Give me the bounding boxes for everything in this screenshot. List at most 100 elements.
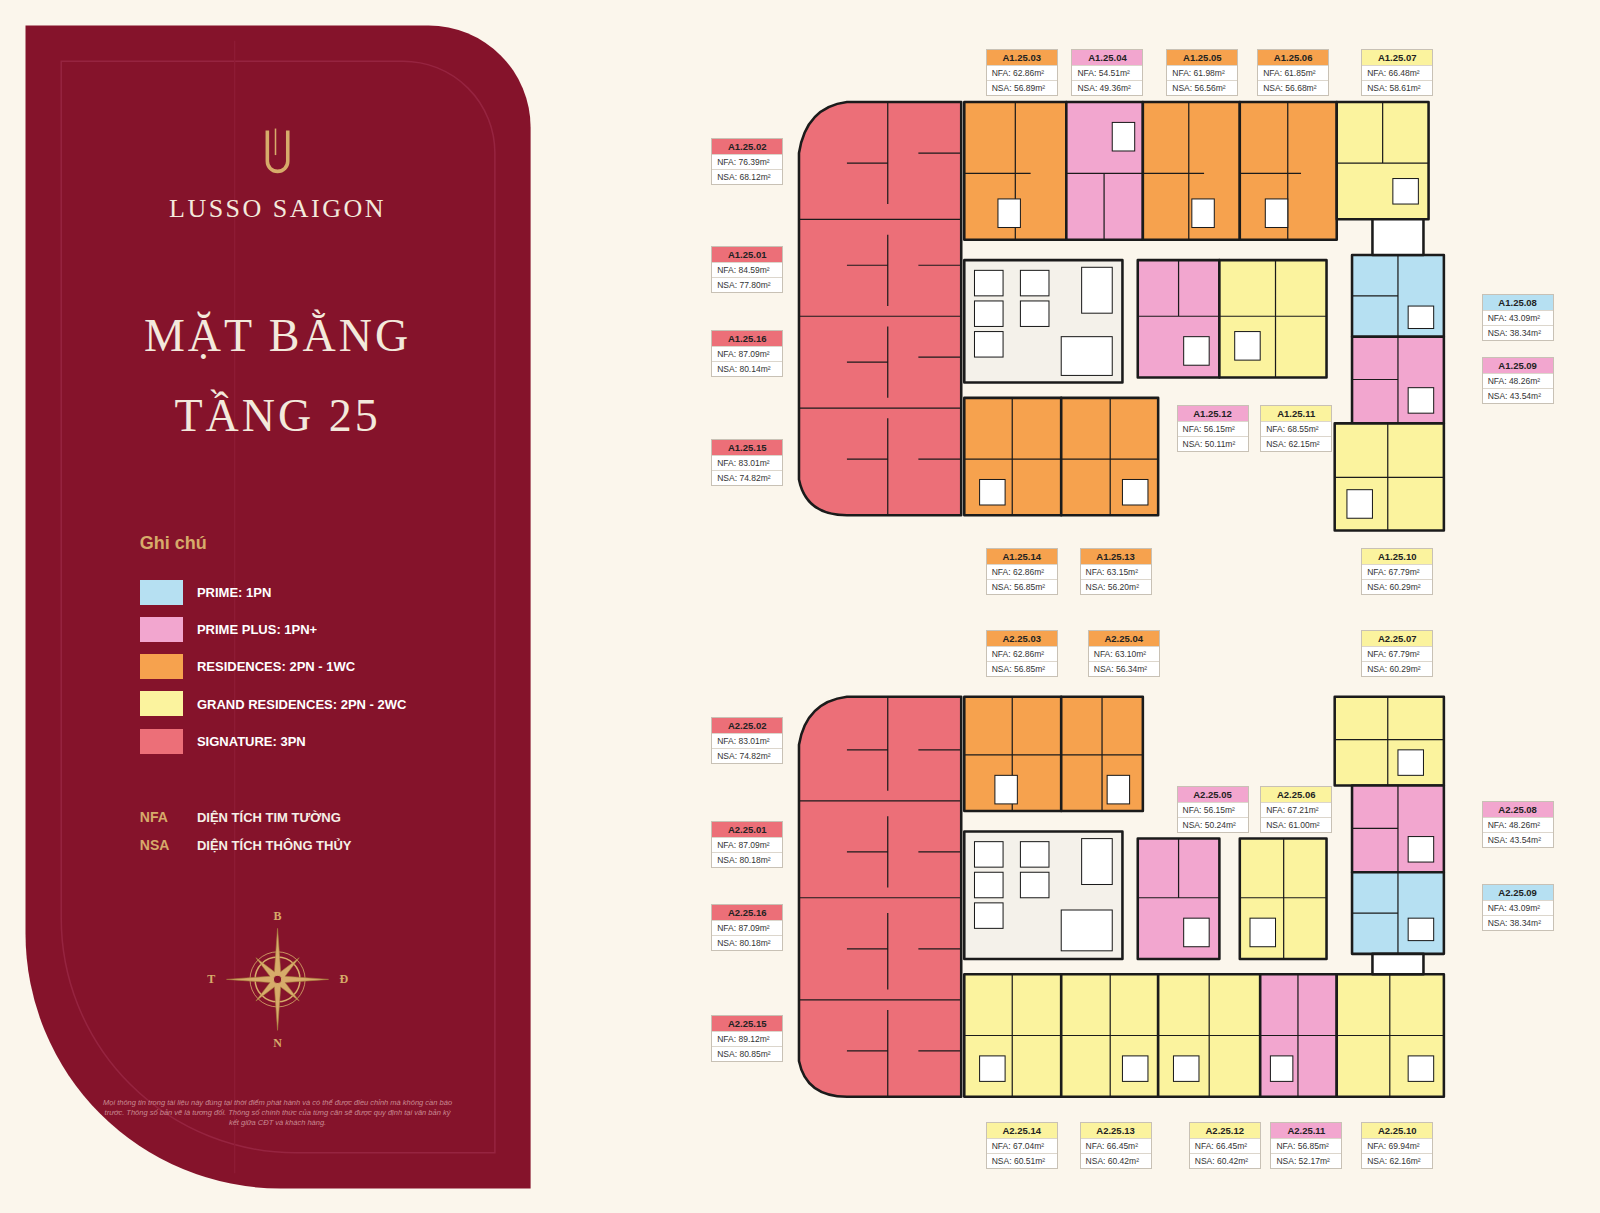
unit-callout: A2.25.16NFA: 87.09m²NSA: 80.18m² (711, 904, 783, 951)
unit-code: A2.25.04 (1089, 631, 1159, 646)
unit-code: A1.25.07 (1362, 50, 1432, 65)
unit-callout: A2.25.02NFA: 83.01m²NSA: 74.82m² (711, 717, 783, 764)
unit-area: NFA: 62.86m² (987, 646, 1057, 661)
unit-callout: A2.25.09NFA: 43.09m²NSA: 38.34m² (1482, 884, 1554, 931)
legend-swatch (140, 691, 183, 716)
unit-code: A1.25.04 (1072, 50, 1142, 65)
unit-area: NSA: 56.34m² (1089, 661, 1159, 676)
unit-callout: A1.25.07NFA: 66.48m²NSA: 58.61m² (1361, 49, 1433, 96)
plan-title: MẶT BẰNG TẦNG 25 (126, 296, 429, 456)
unit-area: NSA: 60.51m² (987, 1153, 1057, 1168)
compass-letter: B (274, 909, 282, 924)
unit-area: NFA: 43.09m² (1483, 310, 1553, 325)
unit-area: NSA: 50.11m² (1178, 436, 1248, 451)
unit-area: NFA: 62.86m² (987, 564, 1057, 579)
brand-name: LUSSO SAIGON (169, 194, 386, 224)
unit-area: NSA: 62.15m² (1261, 436, 1331, 451)
unit-area: NSA: 56.89m² (987, 80, 1057, 95)
unit-code: A1.25.06 (1258, 50, 1328, 65)
unit-code: A1.25.13 (1081, 549, 1151, 564)
legend-swatch (140, 654, 183, 679)
unit-code: A2.25.03 (987, 631, 1057, 646)
unit-callout: A2.25.03NFA: 62.86m²NSA: 56.85m² (986, 630, 1058, 677)
unit-area: NSA: 56.56m² (1167, 80, 1237, 95)
unit-area: NSA: 60.29m² (1362, 579, 1432, 594)
unit-area: NFA: 87.09m² (712, 837, 782, 852)
unit-area: NFA: 83.01m² (712, 455, 782, 470)
unit-code: A1.25.08 (1483, 295, 1553, 310)
unit-callout: A2.25.10NFA: 69.94m²NSA: 62.16m² (1361, 1122, 1433, 1169)
unit-callout: A2.25.04NFA: 63.10m²NSA: 56.34m² (1088, 630, 1160, 677)
unit-area: NSA: 80.18m² (712, 935, 782, 950)
unit-area: NSA: 50.24m² (1178, 817, 1248, 832)
unit-area: NFA: 67.79m² (1362, 646, 1432, 661)
unit-code: A2.25.09 (1483, 885, 1553, 900)
unit-code: A1.25.09 (1483, 358, 1553, 373)
unit-code: A1.25.16 (712, 331, 782, 346)
compass-letter: T (207, 972, 215, 987)
unit-code: A1.25.03 (987, 50, 1057, 65)
unit-area: NFA: 56.85m² (1271, 1138, 1341, 1153)
unit-callout: A1.25.15NFA: 83.01m²NSA: 74.82m² (711, 439, 783, 486)
unit-code: A1.25.14 (987, 549, 1057, 564)
unit-callout: A1.25.04NFA: 54.51m²NSA: 49.36m² (1071, 49, 1143, 96)
unit-area: NSA: 56.85m² (987, 579, 1057, 594)
unit-area: NSA: 43.54m² (1483, 832, 1553, 847)
unit-area: NFA: 62.86m² (987, 65, 1057, 80)
unit-code: A2.25.06 (1261, 787, 1331, 802)
unit-area: NSA: 56.68m² (1258, 80, 1328, 95)
unit-callout: A2.25.05NFA: 56.15m²NSA: 50.24m² (1177, 786, 1249, 833)
unit-area: NFA: 61.98m² (1167, 65, 1237, 80)
unit-area: NSA: 80.14m² (712, 361, 782, 376)
unit-area: NFA: 48.26m² (1483, 373, 1553, 388)
unit-callout: A1.25.11NFA: 68.55m²NSA: 62.15m² (1260, 405, 1332, 452)
unit-area: NFA: 54.51m² (1072, 65, 1142, 80)
disclaimer-note: Mọi thông tin trong tài liệu này đúng tạ… (99, 1098, 456, 1128)
compass-letter: Đ (340, 972, 349, 987)
unit-area: NFA: 76.39m² (712, 154, 782, 169)
unit-callout: A2.25.15NFA: 89.12m²NSA: 80.85m² (711, 1015, 783, 1062)
unit-code: A1.25.11 (1261, 406, 1331, 421)
unit-area: NFA: 69.94m² (1362, 1138, 1432, 1153)
unit-area: NSA: 43.54m² (1483, 388, 1553, 403)
unit-callout: A1.25.13NFA: 63.15m²NSA: 56.20m² (1080, 548, 1152, 595)
unit-callout: A1.25.02NFA: 76.39m²NSA: 68.12m² (711, 138, 783, 185)
unit-callout: A1.25.10NFA: 67.79m²NSA: 60.29m² (1361, 548, 1433, 595)
unit-area: NSA: 80.18m² (712, 852, 782, 867)
unit-area: NFA: 83.01m² (712, 733, 782, 748)
unit-callout: A1.25.06NFA: 61.85m²NSA: 56.68m² (1257, 49, 1329, 96)
unit-area: NFA: 63.10m² (1089, 646, 1159, 661)
unit-code: A1.25.12 (1178, 406, 1248, 421)
legend-text: GRAND RESIDENCES: 2PN - 2WC (197, 697, 406, 712)
unit-area: NSA: 68.12m² (712, 169, 782, 184)
legend-text: SIGNATURE: 3PN (197, 734, 306, 749)
unit-callout: A1.25.12NFA: 56.15m²NSA: 50.11m² (1177, 405, 1249, 452)
unit-area: NSA: 60.42m² (1190, 1153, 1260, 1168)
unit-callout: A2.25.07NFA: 67.79m²NSA: 60.29m² (1361, 630, 1433, 677)
unit-area: NSA: 56.85m² (987, 661, 1057, 676)
unit-area: NSA: 62.16m² (1362, 1153, 1432, 1168)
legend-swatch (140, 729, 183, 754)
unit-area: NFA: 66.48m² (1362, 65, 1432, 80)
unit-area: NSA: 38.34m² (1483, 915, 1553, 930)
legend-text: RESIDENCES: 2PN - 1WC (197, 659, 355, 674)
abbreviation: NFA (140, 809, 168, 825)
unit-code: A2.25.10 (1362, 1123, 1432, 1138)
unit-area: NFA: 68.55m² (1261, 421, 1331, 436)
unit-area: NSA: 77.80m² (712, 277, 782, 292)
unit-code: A2.25.07 (1362, 631, 1432, 646)
unit-area: NFA: 87.09m² (712, 920, 782, 935)
unit-code: A2.25.01 (712, 822, 782, 837)
unit-callout: A1.25.01NFA: 84.59m²NSA: 77.80m² (711, 246, 783, 293)
unit-code: A2.25.08 (1483, 802, 1553, 817)
unit-callout: A1.25.09NFA: 48.26m²NSA: 43.54m² (1482, 357, 1554, 404)
unit-callout: A1.25.16NFA: 87.09m²NSA: 80.14m² (711, 330, 783, 377)
unit-code: A1.25.02 (712, 139, 782, 154)
unit-area: NFA: 66.45m² (1081, 1138, 1151, 1153)
unit-callout: A1.25.08NFA: 43.09m²NSA: 38.34m² (1482, 294, 1554, 341)
unit-code: A1.25.01 (712, 247, 782, 262)
unit-callout: A2.25.14NFA: 67.04m²NSA: 60.51m² (986, 1122, 1058, 1169)
unit-area: NFA: 63.15m² (1081, 564, 1151, 579)
unit-area: NFA: 66.45m² (1190, 1138, 1260, 1153)
unit-code: A2.25.13 (1081, 1123, 1151, 1138)
